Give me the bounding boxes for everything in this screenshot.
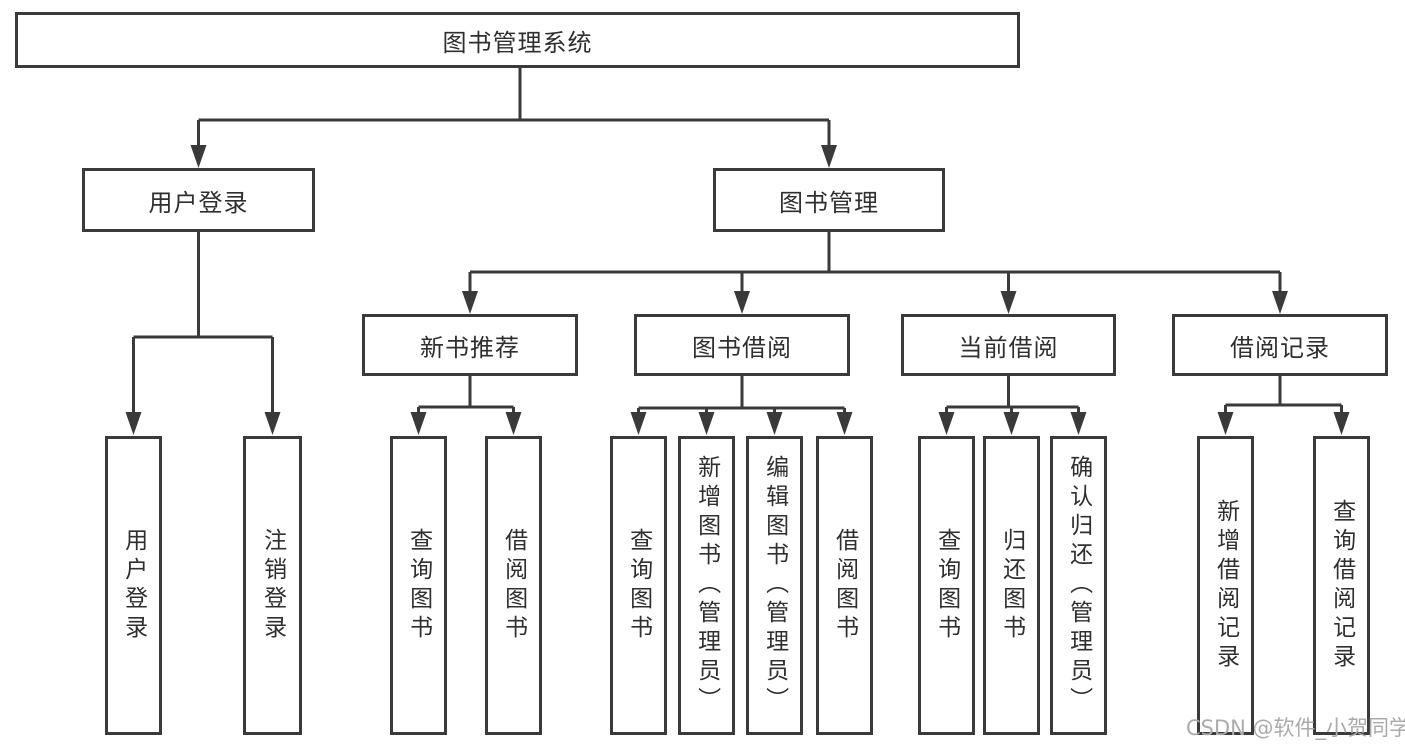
node-current-borrowing: 当前借阅	[901, 314, 1116, 376]
node-label: 查询图书	[933, 527, 960, 644]
node-label: 借阅图书	[500, 527, 527, 644]
node-label: 借阅图书	[831, 527, 858, 644]
node-label: 新增图书（管理员）	[693, 455, 720, 716]
node-label: 查询借阅记录	[1328, 498, 1355, 673]
node-label: 当前借阅	[958, 333, 1059, 362]
node-label: 查询图书	[405, 527, 432, 644]
node-label: 确认归还（管理员）	[1065, 455, 1092, 716]
leaf-query-books-3: 查询图书	[918, 436, 975, 735]
node-label: 图书管理	[779, 188, 879, 217]
leaf-return-books: 归还图书	[983, 436, 1040, 735]
node-borrowing-records: 借阅记录	[1172, 314, 1388, 376]
leaf-add-borrow-record: 新增借阅记录	[1197, 436, 1254, 735]
node-label: 注销登录	[259, 527, 286, 644]
node-label: 查询图书	[625, 527, 652, 644]
csdn-watermark: CSDN @软件_小贺同学	[1186, 716, 1405, 740]
leaf-borrow-books-1: 借阅图书	[485, 436, 542, 735]
leaf-query-borrow-record: 查询借阅记录	[1313, 436, 1370, 735]
node-label: 图书借阅	[692, 333, 792, 362]
node-book-borrowing: 图书借阅	[634, 314, 850, 376]
leaf-edit-books-admin: 编辑图书（管理员）	[746, 436, 803, 735]
node-new-book-recommendation: 新书推荐	[362, 314, 578, 376]
node-label: 图书管理系统	[442, 28, 593, 57]
node-label: 新增借阅记录	[1212, 498, 1239, 673]
leaf-add-books-admin: 新增图书（管理员）	[678, 436, 735, 735]
leaf-user-login: 用户登录	[105, 436, 162, 735]
leaf-query-books-2: 查询图书	[610, 436, 667, 735]
leaf-confirm-return-admin: 确认归还（管理员）	[1050, 436, 1107, 735]
leaf-query-books-1: 查询图书	[390, 436, 447, 735]
node-label: 新书推荐	[420, 333, 520, 362]
leaf-borrow-books-2: 借阅图书	[816, 436, 873, 735]
node-library-management-system: 图书管理系统	[15, 12, 1020, 68]
node-label: 用户登录	[120, 527, 147, 644]
node-user-login-group: 用户登录	[82, 168, 315, 232]
node-label: 编辑图书（管理员）	[761, 455, 788, 716]
node-book-management: 图书管理	[713, 168, 945, 232]
node-label: 归还图书	[998, 527, 1025, 644]
node-label: 借阅记录	[1230, 333, 1330, 362]
leaf-logout: 注销登录	[243, 436, 302, 735]
node-label: 用户登录	[148, 188, 249, 217]
